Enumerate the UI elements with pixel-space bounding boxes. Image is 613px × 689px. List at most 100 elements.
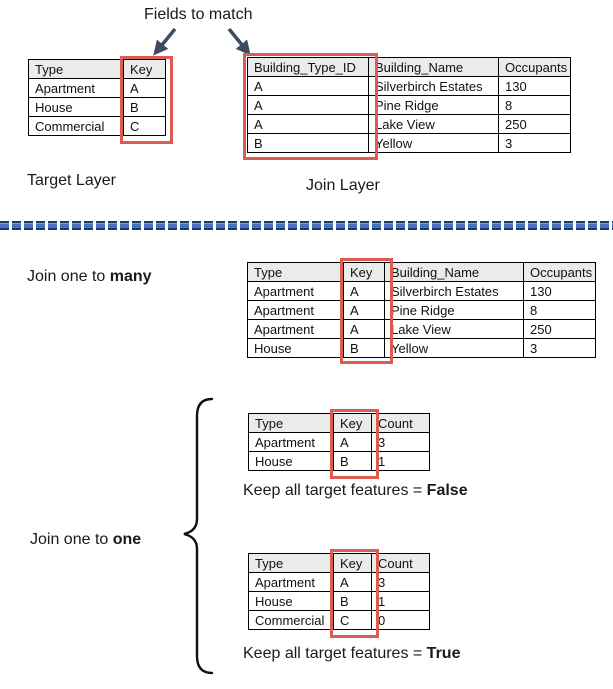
column-header: Count [371, 553, 430, 573]
table-cell: 1 [371, 591, 430, 611]
caption-bold: False [426, 482, 468, 499]
column-header: Key [343, 262, 385, 282]
keep-false-caption: Keep all target features = False [243, 482, 468, 500]
table-cell: C [333, 610, 372, 630]
column-header: Building_Name [384, 262, 524, 282]
table-cell: B [123, 97, 166, 117]
join-one-to-one-label: Join one to one [30, 531, 141, 549]
table-cell: A [333, 572, 372, 592]
table-cell: 1 [371, 451, 430, 471]
table-cell: House [248, 591, 334, 611]
join-layer-label: Join Layer [306, 177, 380, 194]
column-header: Type [248, 553, 334, 573]
table-cell: A [247, 114, 369, 134]
table-cell: House [248, 451, 334, 471]
table-cell: A [343, 300, 385, 320]
label-prefix: Join one to [27, 268, 110, 285]
column-header: Count [371, 413, 430, 433]
caption-prefix: Keep all target features = [243, 645, 427, 662]
table-cell: A [247, 95, 369, 115]
table-cell: Apartment [247, 281, 344, 301]
table-cell: B [333, 591, 372, 611]
table-cell: B [247, 133, 369, 153]
keep-true-caption: Keep all target features = True [243, 645, 460, 663]
column-header: Occupants [523, 262, 596, 282]
fields-to-match-label: Fields to match [144, 6, 253, 23]
table-cell: Pine Ridge [384, 300, 524, 320]
target-layer-label: Target Layer [27, 172, 116, 189]
table-cell: Lake View [384, 319, 524, 339]
table-cell: A [343, 319, 385, 339]
table-cell: 8 [498, 95, 571, 115]
caption-prefix: Keep all target features = [243, 482, 427, 499]
table-cell: C [123, 116, 166, 136]
table-cell: A [123, 78, 166, 98]
column-header: Key [123, 59, 166, 79]
table-cell: 0 [371, 610, 430, 630]
table-cell: Pine Ridge [368, 95, 499, 115]
table-cell: Apartment [247, 300, 344, 320]
table-cell: 250 [523, 319, 596, 339]
column-header: Type [28, 59, 124, 79]
table-cell: House [28, 97, 124, 117]
label-bold: many [109, 268, 152, 285]
table-cell: 250 [498, 114, 571, 134]
column-header: Building_Type_ID [247, 57, 369, 77]
arrow-to-join-key-icon [227, 27, 251, 56]
table-cell: Apartment [248, 432, 334, 452]
table-cell: 3 [523, 338, 596, 358]
table-cell: 8 [523, 300, 596, 320]
table-cell: B [343, 338, 385, 358]
join-one-to-many-label: Join one to many [27, 268, 152, 286]
table-cell: Apartment [247, 319, 344, 339]
column-header: Type [248, 413, 334, 433]
column-header: Building_Name [368, 57, 499, 77]
curly-brace-icon [183, 397, 214, 675]
table-cell: 130 [498, 76, 571, 96]
table-cell: Commercial [248, 610, 334, 630]
table-cell: Apartment [28, 78, 124, 98]
table-cell: Yellow [384, 338, 524, 358]
column-header: Type [247, 262, 344, 282]
table-cell: Silverbirch Estates [368, 76, 499, 96]
table-cell: A [343, 281, 385, 301]
column-header: Occupants [498, 57, 571, 77]
arrow-to-target-key-icon [153, 27, 177, 56]
table-cell: A [333, 432, 372, 452]
table-cell: B [333, 451, 372, 471]
label-prefix: Join one to [30, 531, 113, 548]
table-cell: 3 [371, 572, 430, 592]
table-cell: Apartment [248, 572, 334, 592]
table-cell: House [247, 338, 344, 358]
table-cell: A [247, 76, 369, 96]
